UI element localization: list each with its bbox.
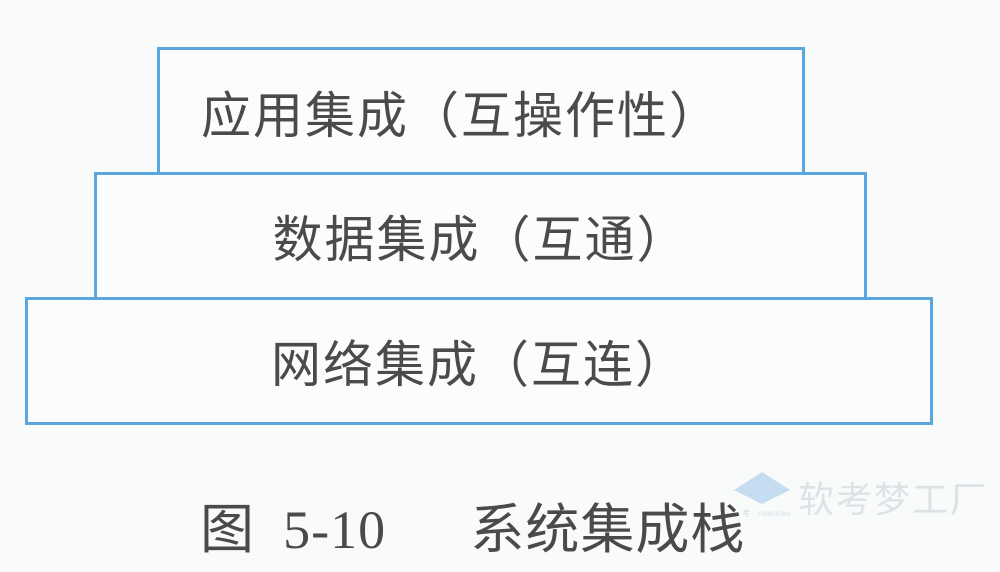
- graduation-cap-icon: 考 · ruankao: [732, 468, 790, 526]
- layer-network-integration: 网络集成（互连）: [25, 297, 933, 425]
- figure-number: 5-10: [283, 500, 387, 560]
- figure-label: 图: [200, 498, 255, 561]
- figure-caption: 图 5-10 系统集成栈: [200, 485, 745, 564]
- watermark: 考 · ruankao 软考梦工厂: [732, 468, 988, 526]
- watermark-text: 软考梦工厂: [798, 480, 989, 521]
- layer-network-integration-label: 网络集成（互连）: [271, 336, 687, 394]
- watermark-logo-text: 考 · ruankao: [742, 509, 791, 518]
- layer-data-integration: 数据集成（互通）: [94, 172, 867, 300]
- figure-title: 系统集成栈: [470, 498, 746, 561]
- layer-application-integration-label: 应用集成（互操作性）: [201, 87, 721, 145]
- layer-data-integration-label: 数据集成（互通）: [272, 211, 689, 269]
- layer-application-integration: 应用集成（互操作性）: [157, 47, 805, 177]
